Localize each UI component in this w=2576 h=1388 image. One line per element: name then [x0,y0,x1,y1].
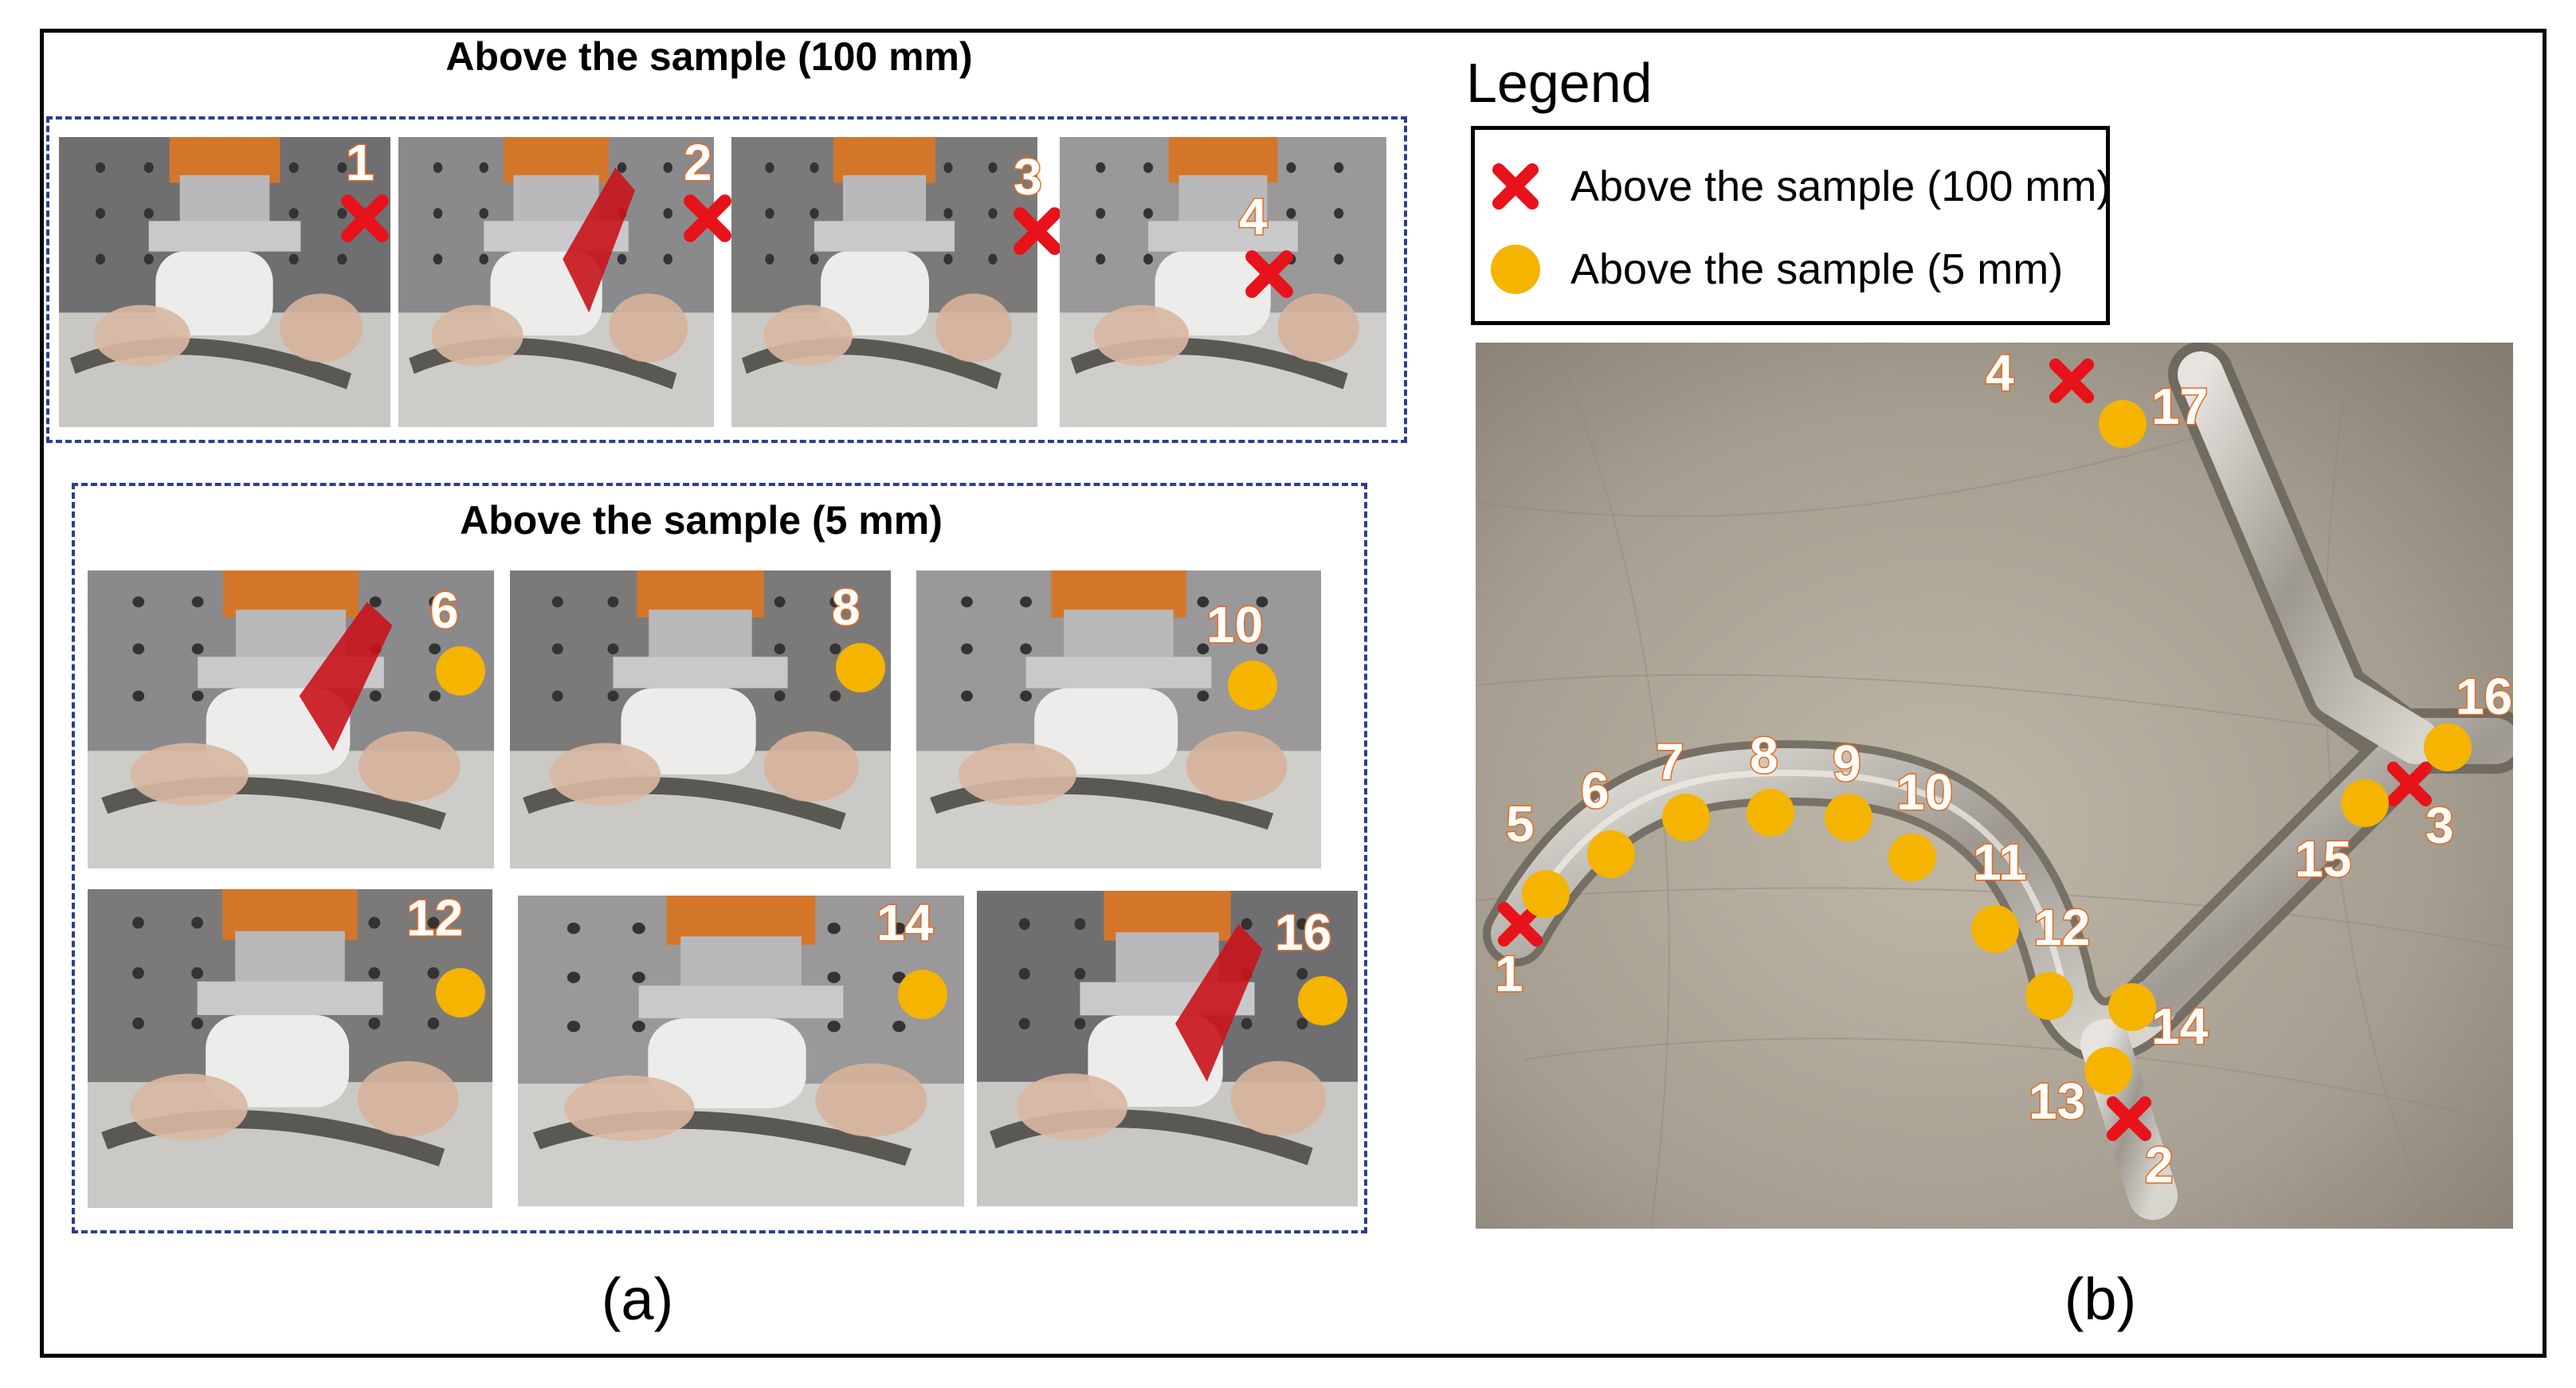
photo-5mm-bottom-number-1: 12 [405,889,464,947]
photo-5mm-bottom-number-2: 14 [875,894,934,951]
dot-icon [2424,723,2472,771]
dot-icon [1662,794,1710,841]
sample-point-number-2: 2 [2144,1136,2175,1194]
legend-item-5mm: Above the sample (5 mm) [1491,245,2063,294]
sample-point-number-4: 4 [1985,344,2016,402]
legend-label-100mm: Above the sample (100 mm) [1570,163,2111,210]
photo-100mm-4 [1060,137,1386,427]
dot-icon [1747,789,1794,837]
sample-point-number-3: 3 [2425,797,2456,854]
cross-icon [341,194,389,242]
caption-b: (b) [2064,1266,2137,1332]
dot-icon [2341,779,2389,827]
sample-point-number-13: 13 [2027,1072,2086,1130]
figure-frame [40,29,2547,1358]
photo-100mm-1 [59,137,390,427]
photo-5mm-mid-number-2: 8 [831,578,862,636]
dot-icon [1298,976,1347,1025]
cross-icon [1245,250,1293,298]
dot-icon [1228,661,1277,710]
dot-icon [436,646,485,696]
legend-box: Above the sample (100 mm) Above the samp… [1471,126,2111,325]
dot-icon [1825,794,1872,841]
dot-icon [2025,972,2073,1020]
photo-5mm-mid-number-3: 10 [1205,596,1264,653]
dot-icon [1888,833,1936,881]
cross-icon [2386,761,2433,807]
heading-5mm: Above the sample (5 mm) [460,498,943,543]
legend-label-5mm: Above the sample (5 mm) [1570,245,2064,293]
cross-icon [1492,163,1539,210]
sample-point-number-5: 5 [1505,795,1536,853]
dot-icon [2099,400,2147,448]
sample-point-number-1: 1 [1494,945,1525,1002]
sample-point-number-9: 9 [1832,735,1863,792]
heading-100mm: Above the sample (100 mm) [445,34,973,79]
photo-100mm-2 [398,137,714,427]
photo-5mm-bottom-2 [518,896,964,1206]
weld-sample-image [1476,343,2513,1229]
photo-5mm-bottom-3 [977,891,1358,1206]
photo-5mm-bottom-number-3: 16 [1273,904,1332,961]
sample-point-number-14: 14 [2150,998,2209,1055]
sample-point-number-12: 12 [2032,899,2091,956]
dot-icon [1491,245,1540,294]
dot-icon [1587,830,1635,878]
legend-item-100mm: Above the sample (100 mm) [1491,162,2111,211]
cross-icon [2106,1096,2152,1142]
sample-point-number-11: 11 [1972,833,2029,891]
sample-photo [1476,343,2513,1229]
dot-icon [2108,983,2156,1031]
dot-icon [436,968,485,1017]
cross-icon [2049,358,2095,404]
box-5mm [72,483,1367,1233]
photo-5mm-mid-1 [88,570,494,868]
photo-100mm-number-1: 1 [345,134,376,191]
sample-point-number-7: 7 [1655,733,1686,790]
dot-icon [2084,1047,2132,1095]
sample-point-number-10: 10 [1895,763,1954,821]
photo-5mm-mid-number-1: 6 [429,582,461,639]
sample-point-number-6: 6 [1580,762,1611,819]
photo-100mm-number-2: 2 [683,134,714,191]
sample-point-number-8: 8 [1749,727,1780,784]
sample-point-number-16: 16 [2454,668,2513,725]
caption-a: (a) [601,1266,674,1332]
sample-point-number-17: 17 [2150,378,2209,435]
photo-100mm-number-4: 4 [1238,188,1269,245]
cross-icon [1014,207,1061,255]
photo-100mm-3 [731,137,1037,427]
legend-title: Legend [1466,52,1653,114]
photo-5mm-mid-2 [510,570,891,868]
sample-point-number-15: 15 [2293,830,2352,888]
dot-icon [1522,870,1570,918]
photo-5mm-mid-3 [916,570,1321,868]
dot-icon [1971,905,2019,953]
photo-100mm-number-3: 3 [1013,148,1044,206]
box-100mm [46,116,1407,443]
dot-icon [898,970,947,1019]
cross-icon [684,194,731,242]
dot-icon [836,643,885,692]
photo-5mm-bottom-1 [88,889,492,1208]
